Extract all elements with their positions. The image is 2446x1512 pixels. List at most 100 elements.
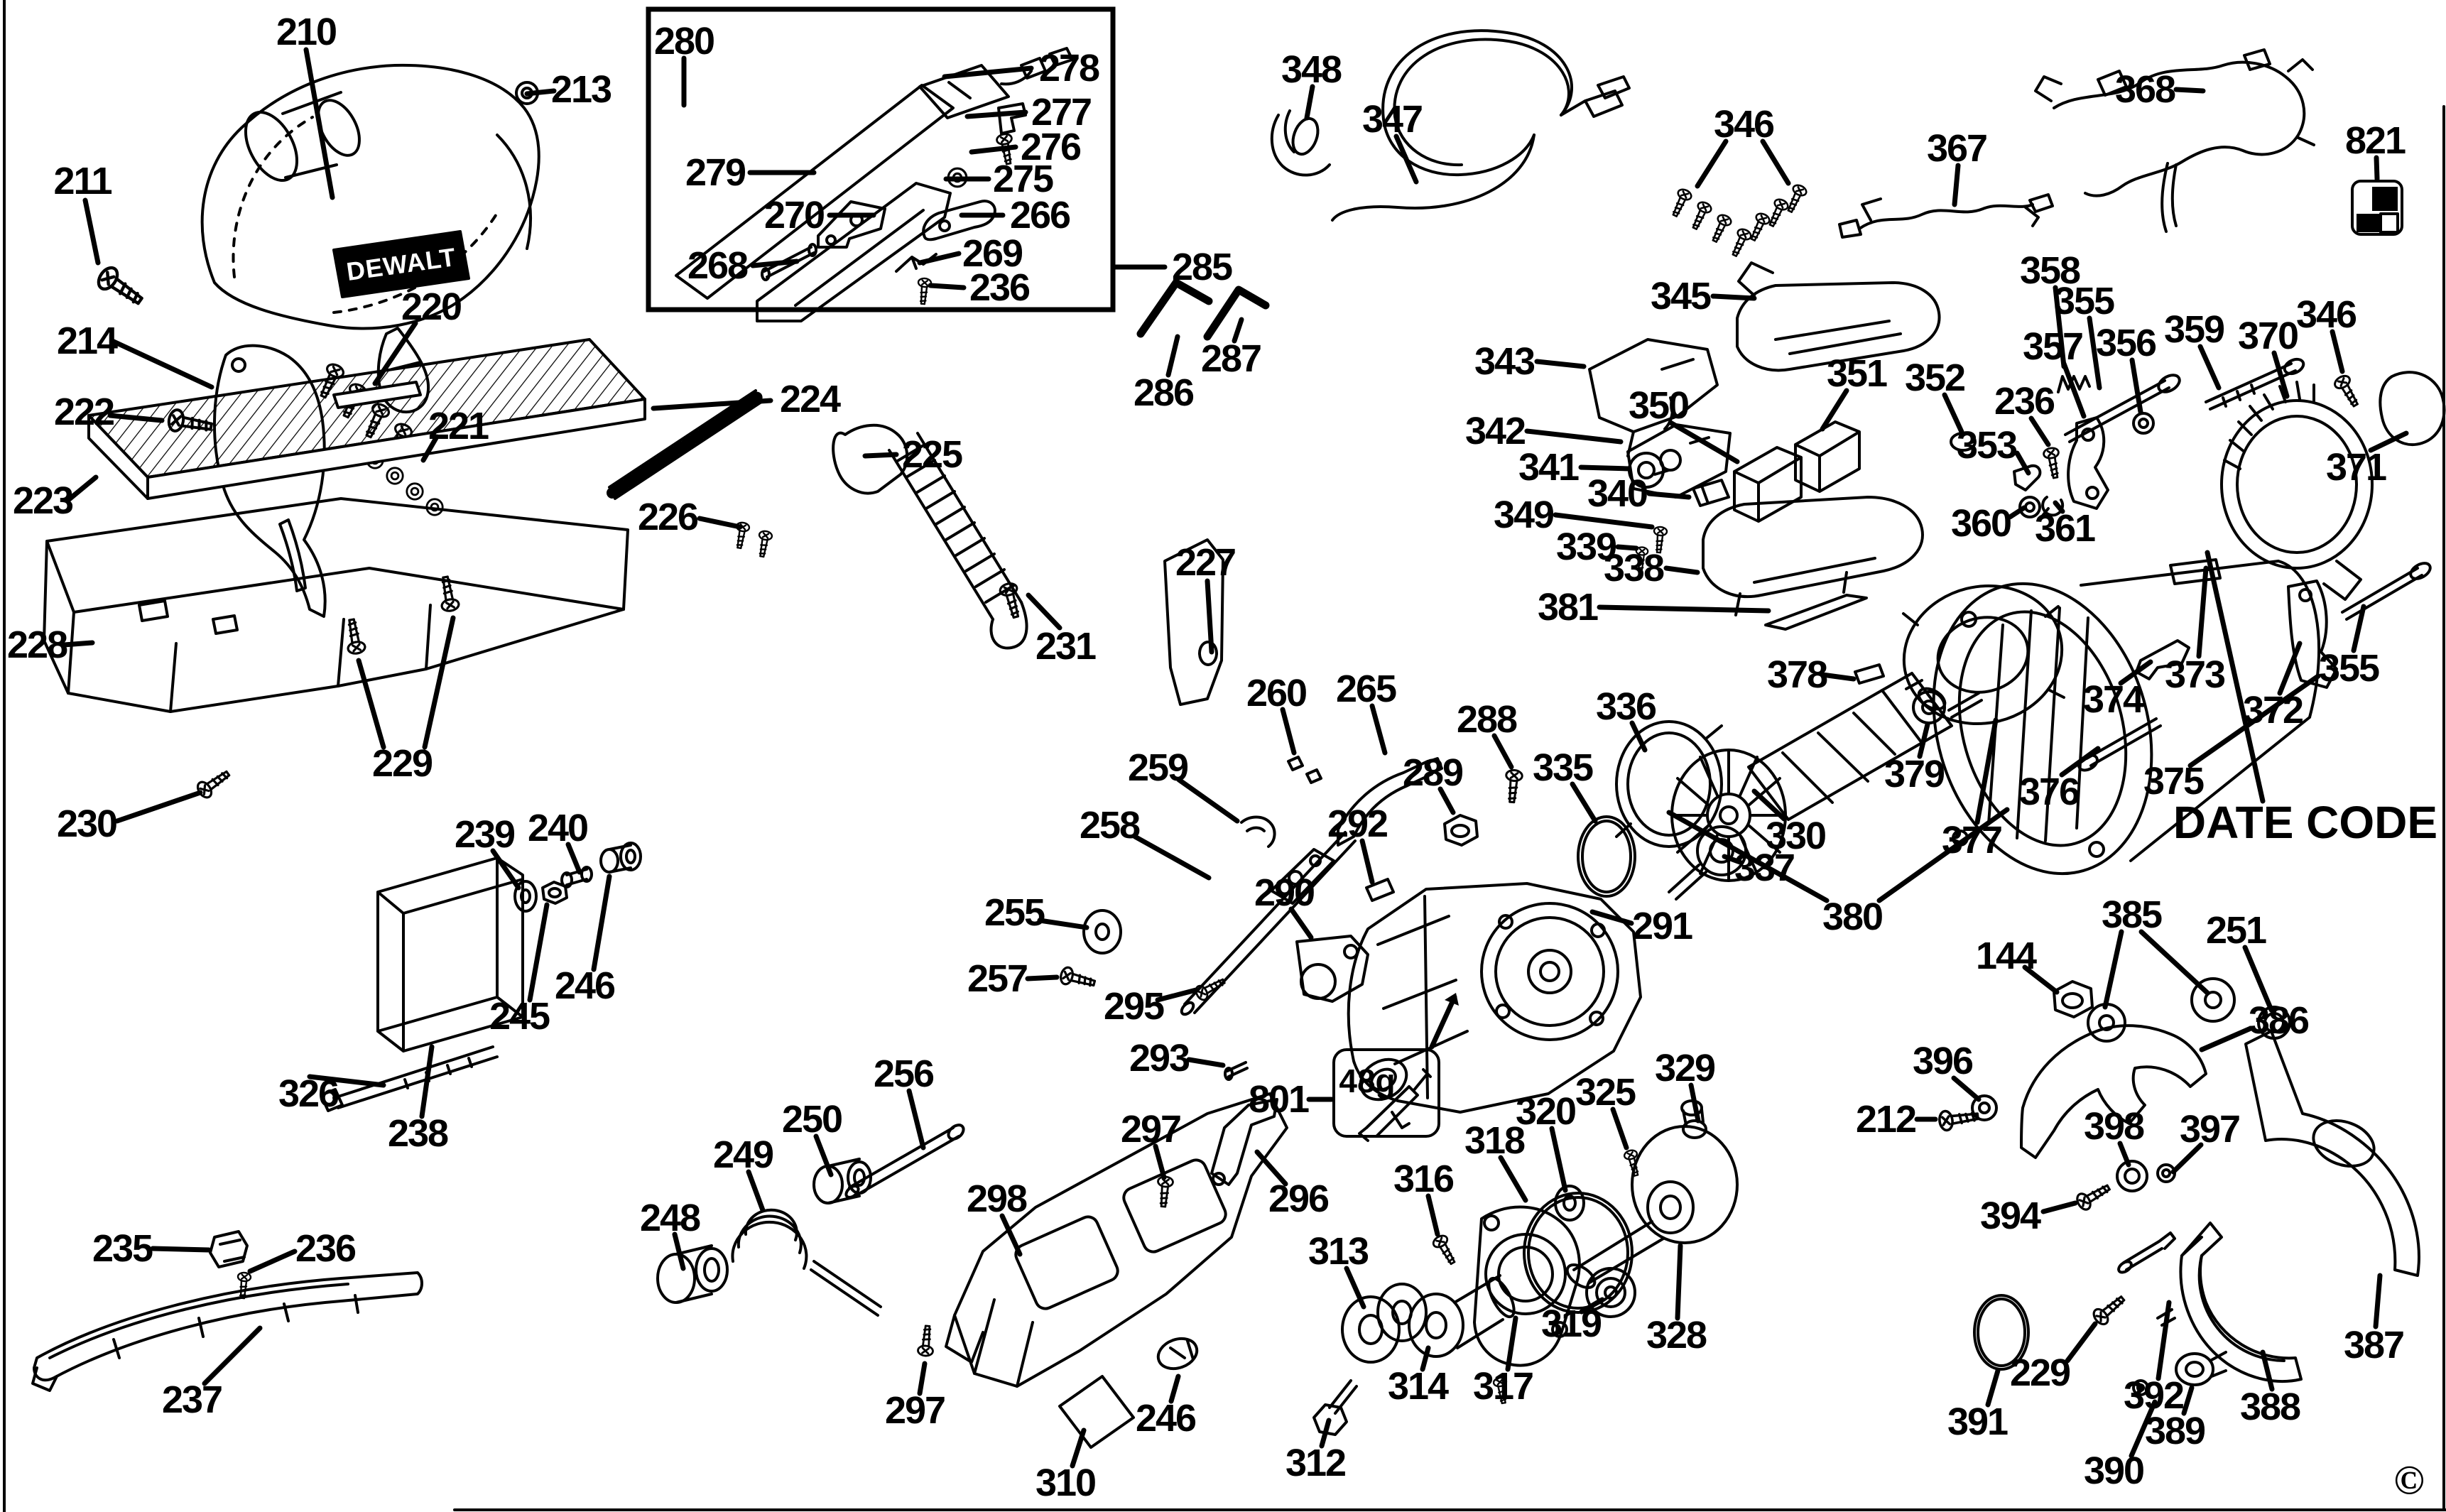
part-label-222: 222: [54, 391, 114, 433]
bracket-270: [817, 200, 886, 249]
nut-245: [541, 881, 568, 905]
screw-297b: [916, 1324, 936, 1358]
part-label-375: 375: [2143, 760, 2204, 803]
leader-line: [1153, 1143, 1167, 1180]
part-label-291: 291: [1632, 905, 1692, 947]
grease-amount-label: 48g: [1339, 1062, 1395, 1099]
part-label-269: 269: [962, 232, 1023, 275]
part-label-392: 392: [2124, 1374, 2183, 1417]
part-label-376: 376: [2019, 771, 2080, 813]
leader-line: [942, 65, 1034, 80]
leader-line: [2197, 344, 2222, 391]
base-drawing: [43, 497, 629, 802]
part-label-210: 210: [276, 11, 336, 53]
bearing-337: [1696, 825, 1747, 876]
leader-line: [2061, 361, 2087, 419]
leader-line: [1165, 334, 1180, 378]
part-label-287: 287: [1201, 337, 1261, 380]
hex-key-287: [1203, 285, 1270, 341]
leader-line: [2059, 746, 2101, 778]
washer-356: [2132, 412, 2155, 435]
part-label-336: 336: [1596, 685, 1656, 728]
copyright-icon: ©: [2393, 1457, 2424, 1503]
leader-line: [490, 848, 521, 891]
part-label-249: 249: [713, 1133, 773, 1176]
part-label-229: 229: [372, 742, 433, 785]
leader-line: [813, 1133, 834, 1177]
leader-line: [150, 1246, 212, 1253]
part-label-339: 339: [1556, 526, 1616, 568]
part-label-396: 396: [1913, 1040, 1973, 1082]
part-label-326: 326: [278, 1072, 339, 1115]
part-label-250: 250: [782, 1098, 842, 1141]
part-label-341: 341: [1518, 446, 1579, 489]
leader-line: [1155, 987, 1199, 1003]
leader-line: [969, 144, 1018, 155]
part-label-236: 236: [1994, 380, 2055, 423]
leader-line: [422, 615, 456, 750]
leader-line: [1176, 777, 1240, 824]
boot-371: [2379, 371, 2446, 447]
leader-line: [2156, 1300, 2172, 1381]
part-label-353: 353: [1957, 424, 2017, 467]
part-label-230: 230: [57, 803, 116, 845]
leader-line: [1974, 717, 1999, 825]
leader-line: [1675, 1243, 1683, 1321]
leader-line: [114, 790, 203, 824]
part-label-266: 266: [1010, 194, 1070, 236]
part-label-358: 358: [2020, 249, 2080, 292]
part-label-821: 821: [2345, 119, 2406, 162]
washer-255: [1082, 909, 1122, 954]
page-border: [3, 0, 2446, 1512]
shoe-279: [756, 182, 952, 322]
leader-line: [2053, 500, 2065, 514]
part-label-313: 313: [1308, 1230, 1369, 1273]
leader-line: [1578, 464, 1632, 472]
o-ring-318: [1523, 1192, 1634, 1314]
part-label-255: 255: [984, 891, 1045, 934]
leader-line: [65, 474, 99, 504]
part-label-329: 329: [1655, 1047, 1715, 1089]
leader-line: [1524, 428, 1624, 445]
leader-line: [928, 283, 967, 290]
thumbscrew-246b: [1156, 1337, 1199, 1371]
leader-line: [2028, 415, 2051, 447]
part-label-286: 286: [1134, 371, 1194, 414]
guard-387: [2244, 1030, 2420, 1277]
part-label-236: 236: [295, 1227, 356, 1270]
part-label-357: 357: [2023, 325, 2082, 368]
leader-line: [109, 338, 214, 390]
part-label-144: 144: [1976, 935, 2037, 977]
inset-parts-box: [646, 6, 1116, 312]
leader-line: [2205, 550, 2266, 804]
leader-line: [750, 259, 800, 268]
leader-line: [2138, 929, 2210, 996]
part-label-213: 213: [551, 68, 612, 111]
part-label-381: 381: [1538, 586, 1598, 629]
pin-256: [848, 1126, 960, 1197]
leader-line: [1629, 720, 1648, 753]
lower-guard-388: [2156, 1222, 2303, 1383]
guard-cluster: [1937, 977, 2420, 1396]
part-label-239: 239: [455, 813, 515, 856]
part-label-349: 349: [1494, 494, 1554, 536]
leader-line: [565, 842, 582, 875]
leader-line: [917, 1361, 928, 1396]
part-label-394: 394: [1980, 1195, 2041, 1237]
leader-line: [82, 197, 101, 266]
bolt-326: [332, 1045, 499, 1109]
leader-line: [2368, 430, 2409, 453]
part-label-256: 256: [874, 1053, 934, 1095]
leader-line: [2053, 285, 2067, 369]
leader-line: [917, 251, 962, 266]
gasket-381: [1764, 594, 1868, 631]
part-label-268: 268: [687, 244, 748, 287]
screw-355b: [2341, 567, 2423, 621]
leader-line: [1663, 565, 1700, 575]
cord-protector-348: [1270, 109, 1331, 177]
leader-line: [2040, 1200, 2078, 1214]
leader-line: [1288, 906, 1314, 940]
part-label-270: 270: [764, 194, 824, 236]
hex-key-286: [1136, 278, 1213, 338]
